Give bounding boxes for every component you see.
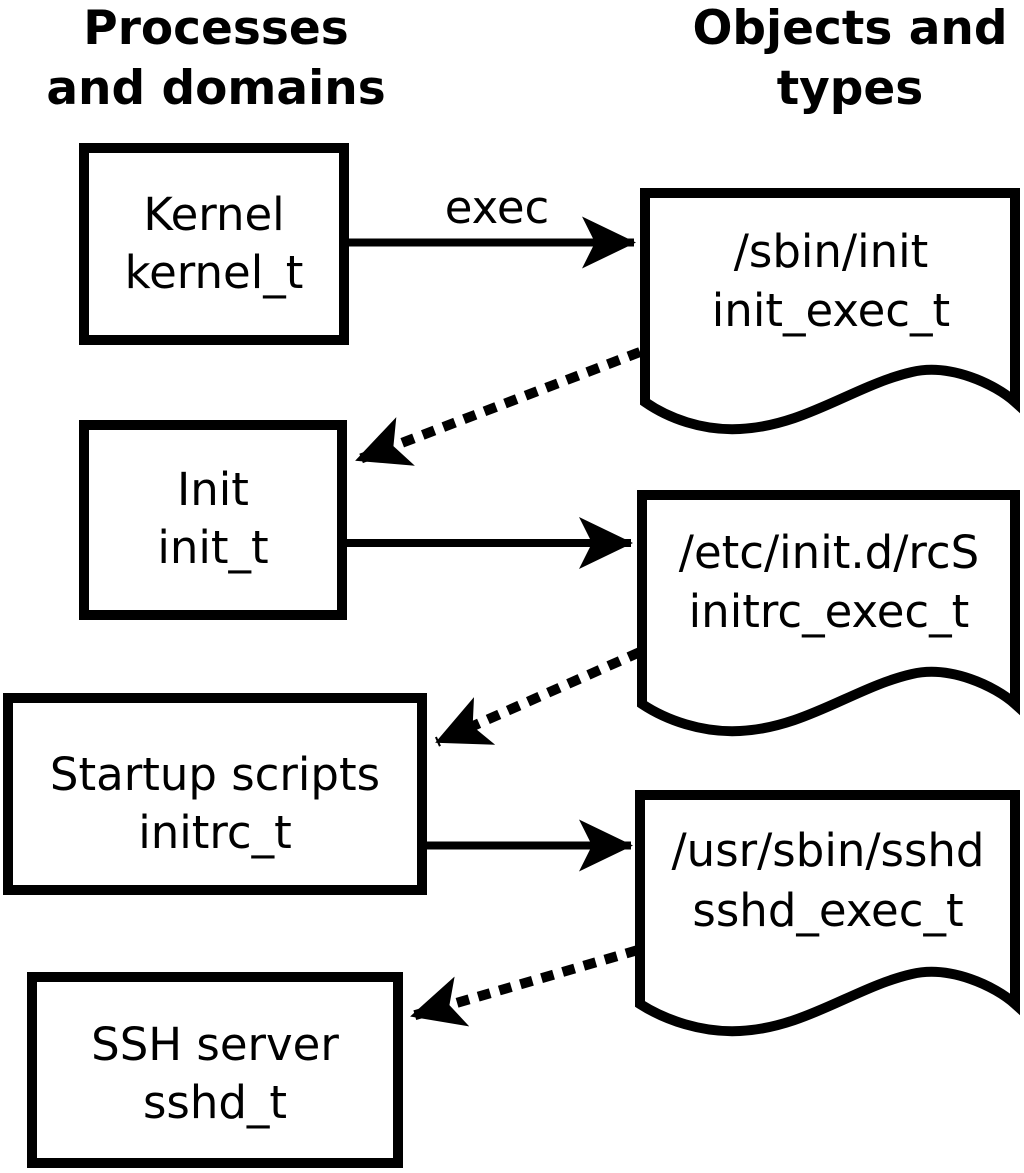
process-box-ssh-server: SSH server sshd_t	[27, 972, 403, 1168]
processes-header-line2: and domains	[46, 61, 385, 116]
process-box-kernel-line1: Kernel	[143, 188, 284, 241]
process-box-ssh-server-line1: SSH server	[91, 1018, 339, 1071]
process-box-ssh-server-shape	[27, 972, 403, 1168]
process-box-init-shape	[79, 420, 347, 620]
transition-arrow-sbin-init-to-init	[355, 347, 642, 466]
process-box-kernel-line2: kernel_t	[125, 246, 304, 299]
object-doc-usr-sbin-sshd-line2: sshd_exec_t	[692, 884, 963, 937]
objects-header-line1: Objects and	[692, 1, 1007, 56]
object-doc-etc-initd-rcs-line1: /etc/init.d/rcS	[679, 526, 979, 579]
object-doc-etc-initd-rcs-shape	[637, 490, 1020, 737]
process-box-kernel-shape	[79, 143, 349, 345]
object-doc-etc-initd-rcs-line2: initrc_exec_t	[689, 585, 970, 638]
object-doc-usr-sbin-sshd-line1: /usr/sbin/sshd	[672, 824, 985, 877]
process-box-startup-scripts-line1: Startup scripts	[50, 748, 380, 801]
exec-arrow-kernel-to-sbin-init: exec	[349, 181, 636, 269]
process-box-init-line2: init_t	[157, 521, 268, 574]
object-doc-usr-sbin-sshd-shape	[635, 790, 1020, 1037]
process-box-ssh-server-line2: sshd_t	[143, 1076, 287, 1129]
object-doc-sbin-init-line2: init_exec_t	[712, 284, 950, 337]
transition-arrow-sshd-exec-to-sshd	[410, 945, 640, 1027]
process-box-startup-scripts-line2: initrc_t	[138, 806, 292, 859]
object-doc-etc-initd-rcs: /etc/init.d/rcS initrc_exec_t	[637, 490, 1020, 737]
object-doc-sbin-init-line1: /sbin/init	[734, 225, 929, 278]
process-box-startup-scripts: Startup scripts initrc_t	[3, 693, 427, 895]
process-box-init-line1: Init	[177, 463, 249, 516]
transition-arrow-rcs-to-initrc	[434, 647, 643, 747]
processes-header-line1: Processes	[83, 1, 348, 56]
column-header-objects-and-types: Objects and types	[692, 1, 1007, 116]
exec-arrow-label: exec	[445, 181, 550, 234]
object-doc-usr-sbin-sshd: /usr/sbin/sshd sshd_exec_t	[635, 790, 1020, 1037]
process-box-kernel: Kernel kernel_t	[79, 143, 349, 345]
column-header-processes-and-domains: Processes and domains	[46, 1, 385, 116]
process-box-init: Init init_t	[79, 420, 347, 620]
objects-header-line2: types	[777, 61, 924, 116]
process-box-startup-scripts-shape	[3, 693, 427, 895]
object-doc-sbin-init-shape	[640, 188, 1020, 435]
object-doc-sbin-init: /sbin/init init_exec_t	[640, 188, 1020, 435]
